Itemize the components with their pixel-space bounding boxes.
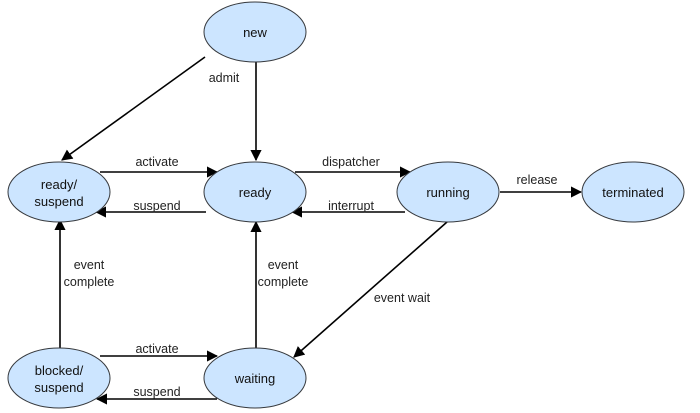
state-new: new (203, 1, 307, 63)
state-terminated-label: terminated (602, 185, 663, 200)
label-suspend-top: suspend (133, 199, 180, 213)
label-interrupt: interrupt (328, 199, 374, 213)
state-blocked-suspend: blocked/ suspend (7, 347, 111, 409)
state-running-label: running (426, 185, 469, 200)
state-ready-suspend: ready/ suspend (7, 161, 111, 223)
edge-event-wait (293, 221, 448, 358)
state-waiting-label: waiting (234, 371, 275, 386)
label-event-complete-left-line2: complete (64, 275, 115, 289)
label-dispatcher: dispatcher (322, 155, 380, 169)
state-ready-label: ready (239, 185, 272, 200)
state-ready-suspend-label-line2: suspend (34, 194, 83, 209)
state-ready: ready (203, 161, 307, 223)
state-ready-suspend-label-line1: ready/ (41, 177, 78, 192)
state-terminated: terminated (581, 161, 685, 223)
label-activate-bottom: activate (135, 342, 178, 356)
label-release: release (517, 173, 558, 187)
state-blocked-suspend-label-line2: suspend (34, 380, 83, 395)
label-suspend-bottom: suspend (133, 385, 180, 399)
state-waiting: waiting (203, 347, 307, 409)
state-blocked-suspend-label-line1: blocked/ (35, 363, 84, 378)
label-event-complete-mid-line2: complete (258, 275, 309, 289)
label-event-wait: event wait (374, 291, 431, 305)
label-admit: admit (209, 71, 240, 85)
state-new-label: new (243, 25, 267, 40)
label-event-complete-mid-line1: event (268, 258, 299, 272)
label-activate-top: activate (135, 155, 178, 169)
label-event-complete-left-line1: event (74, 258, 105, 272)
state-running: running (396, 161, 500, 223)
edge-admit-to-ready-suspend (61, 56, 206, 161)
